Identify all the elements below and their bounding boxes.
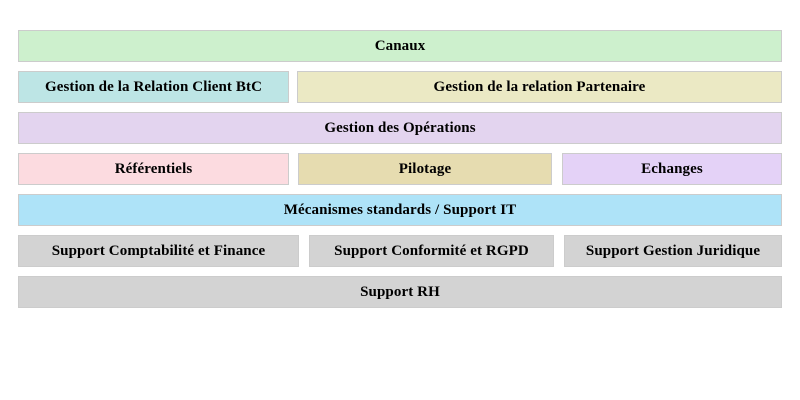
spacer xyxy=(289,153,298,185)
block-referentiels[interactable]: Référentiels xyxy=(18,153,289,185)
block-support-gestion-juridique[interactable]: Support Gestion Juridique xyxy=(564,235,782,267)
spacer xyxy=(554,235,564,267)
block-echanges[interactable]: Echanges xyxy=(562,153,782,185)
block-support-rh[interactable]: Support RH xyxy=(18,276,782,308)
spacer xyxy=(299,235,309,267)
block-gestion-relation-client-btc[interactable]: Gestion de la Relation Client BtC xyxy=(18,71,289,103)
spacer xyxy=(289,71,297,103)
diagram-row-mecanismes: Mécanismes standards / Support IT xyxy=(18,194,782,226)
block-mecanismes-standards-support-it[interactable]: Mécanismes standards / Support IT xyxy=(18,194,782,226)
diagram-row-supports: Support Comptabilité et Finance Support … xyxy=(18,235,782,267)
block-gestion-des-operations[interactable]: Gestion des Opérations xyxy=(18,112,782,144)
block-pilotage[interactable]: Pilotage xyxy=(298,153,552,185)
block-support-comptabilite-et-finance[interactable]: Support Comptabilité et Finance xyxy=(18,235,299,267)
spacer xyxy=(552,153,562,185)
diagram-row-relations: Gestion de la Relation Client BtC Gestio… xyxy=(18,71,782,103)
block-support-conformite-et-rgpd[interactable]: Support Conformité et RGPD xyxy=(309,235,554,267)
diagram-row-canaux: Canaux xyxy=(18,30,782,62)
diagram-row-operations-sub: Référentiels Pilotage Echanges xyxy=(18,153,782,185)
diagram-row-support-rh: Support RH xyxy=(18,276,782,308)
block-gestion-relation-partenaire[interactable]: Gestion de la relation Partenaire xyxy=(297,71,782,103)
block-canaux[interactable]: Canaux xyxy=(18,30,782,62)
diagram-row-operations: Gestion des Opérations xyxy=(18,112,782,144)
